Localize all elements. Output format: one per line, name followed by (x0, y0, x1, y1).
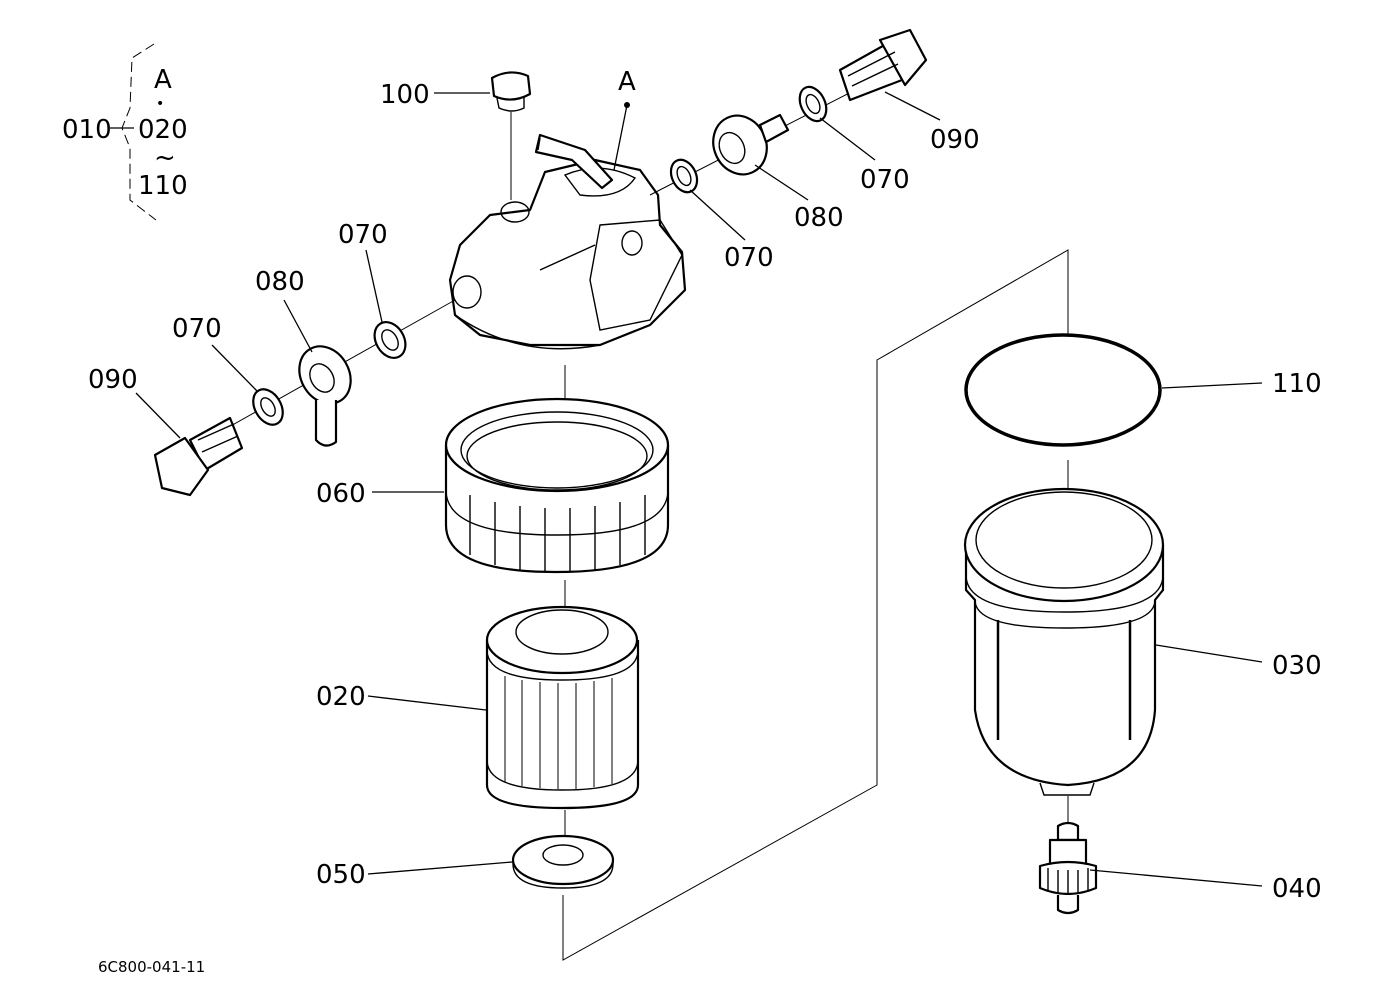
label-020: 020 (316, 682, 366, 712)
label-040: 040 (1272, 874, 1322, 904)
part-o-ring-110: 110 (964, 333, 1322, 447)
assembly-range-from: 020 (138, 115, 188, 145)
label-090-left: 090 (88, 365, 138, 395)
assembly-bracket: 010 A • 020 ~ 110 (62, 43, 188, 221)
assembly-number: 010 (62, 115, 112, 145)
label-080-right: 080 (794, 203, 844, 233)
label-080-left: 080 (255, 267, 305, 297)
assembly-dot: • (156, 96, 164, 112)
label-110: 110 (1272, 369, 1322, 399)
assembly-range-mark: ~ (154, 143, 176, 173)
part-washer-070-left: 070 (172, 314, 284, 426)
part-washer-070-right-mid: 070 (669, 158, 774, 273)
part-ring-nut-060: 060 (316, 397, 670, 574)
assembly-ref-a: A (154, 65, 172, 95)
part-gasket-050: 050 (316, 834, 615, 890)
assembly-range-to: 110 (138, 171, 188, 201)
drawing-code: 6C800-041-11 (98, 958, 205, 976)
part-banjo-080-right: 080 (712, 113, 844, 233)
part-drain-valve-040: 040 (1038, 821, 1322, 915)
part-washer-070-left-top: 070 (338, 220, 407, 359)
label-030: 030 (1272, 651, 1322, 681)
part-filter-element-020: 020 (316, 605, 640, 810)
label-070-left-top: 070 (338, 220, 388, 250)
axis-bowl-link (562, 249, 1069, 961)
part-washer-070-right-top: 070 (798, 85, 910, 195)
label-090-right: 090 (930, 125, 980, 155)
part-filter-head (448, 133, 687, 350)
label-060: 060 (316, 479, 366, 509)
part-bolt-090-left: 090 (88, 365, 244, 497)
callout-a-label: A (618, 67, 636, 97)
part-plug-100: 100 (380, 71, 532, 200)
part-bolt-090-right: 090 (838, 28, 980, 155)
label-050: 050 (316, 860, 366, 890)
part-banjo-080-left: 080 (255, 267, 352, 447)
label-070-right-top: 070 (860, 165, 910, 195)
part-bowl-030: 030 (963, 487, 1322, 796)
label-070-right-mid: 070 (724, 243, 774, 273)
label-070-left: 070 (172, 314, 222, 344)
label-100: 100 (380, 80, 430, 110)
callout-a: A (613, 67, 636, 171)
